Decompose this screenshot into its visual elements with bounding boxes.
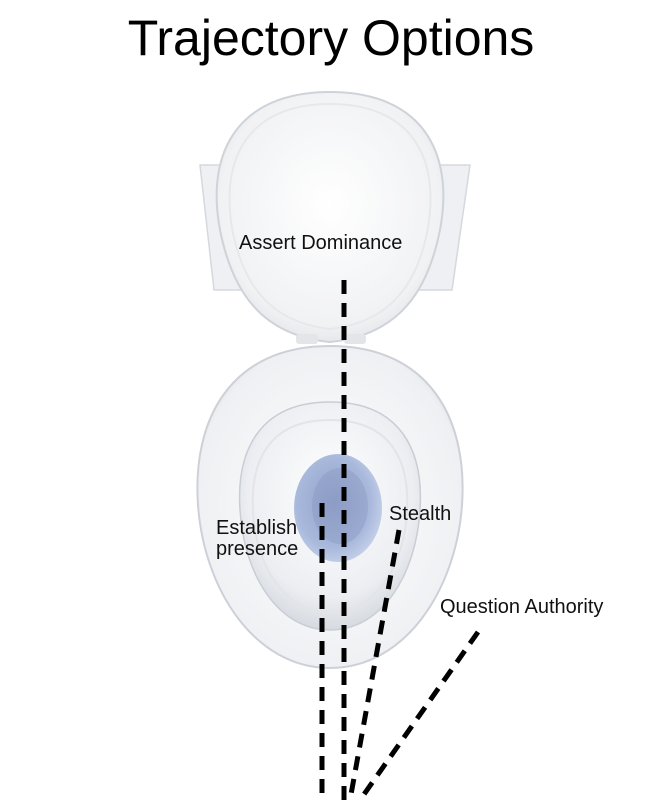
label-question-authority: Question Authority — [440, 596, 604, 618]
page-title: Trajectory Options — [127, 10, 535, 66]
trajectory-lines — [319, 280, 481, 800]
trajectory-question-authority — [357, 630, 481, 800]
label-stealth: Stealth — [389, 503, 452, 525]
label-assert-dominance: Assert Dominance — [239, 232, 403, 254]
label-establish-presence: Establish presence — [216, 517, 299, 560]
toilet-water — [294, 454, 382, 562]
toilet-lid — [215, 90, 445, 344]
